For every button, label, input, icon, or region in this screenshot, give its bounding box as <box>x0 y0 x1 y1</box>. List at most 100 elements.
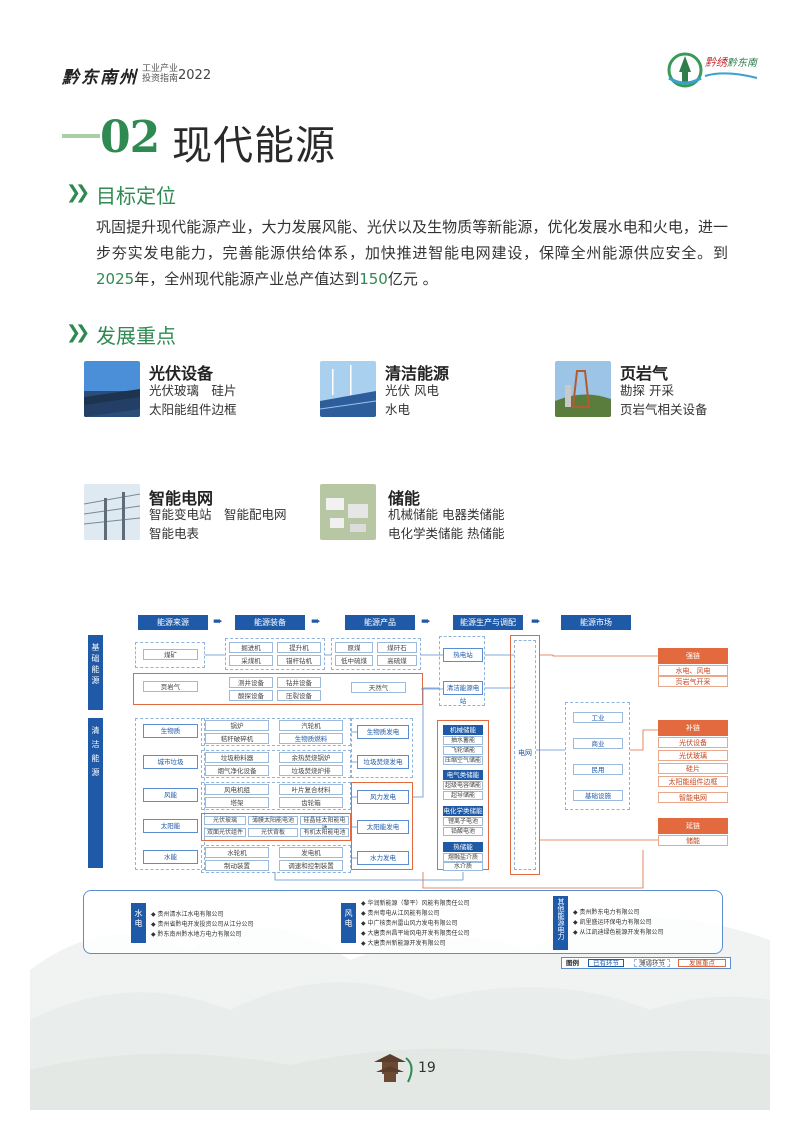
company-name: ◆ 大唐贵州新能源开发有限公司 <box>361 940 446 947</box>
card-text: 智能变电站 智能配电网 <box>149 507 287 522</box>
stage-header: 能源来源 <box>138 615 208 630</box>
stage-header: 能源生产与调配 <box>453 615 523 630</box>
equip-item: 锚杆钻机 <box>277 655 321 666</box>
equip-item: 垃圾焚烧炉排 <box>279 765 343 776</box>
storage-item: 熔融盐介质 <box>443 853 483 862</box>
equip-group <box>201 782 351 810</box>
stage-header: 能源市场 <box>561 615 631 630</box>
legend-existing: 已有环节 <box>588 959 624 967</box>
source-shale: 页岩气 <box>143 681 198 692</box>
market-group <box>565 702 630 810</box>
card-text: 光伏 风电 <box>385 383 439 398</box>
equip-group <box>201 845 351 873</box>
equip-item: 塔架 <box>205 797 269 808</box>
equip-item: 调速和控制装置 <box>279 860 343 871</box>
company-list-panel <box>83 890 723 954</box>
company-label-wind: 风电 <box>341 903 356 943</box>
company-name: ◆ 大唐贵州昌平坳风电开发有限责任公司 <box>361 930 470 937</box>
focus-heading: 发展重点 <box>96 324 176 348</box>
equip-item: 锅炉 <box>205 720 269 731</box>
legend-focus: 发展重点 <box>678 959 726 967</box>
equip-item: 掘进机 <box>229 642 273 653</box>
stage-header: 能源产品 <box>345 615 415 630</box>
storage-electric: 电气类储能 <box>443 770 483 780</box>
company-name: ◆ 凯里盛运环保电力有限公司 <box>573 919 652 926</box>
equip-item: 发电机 <box>279 847 343 858</box>
svg-text:黔东南: 黔东南 <box>727 57 759 69</box>
equip-item: 双面光伏组件 <box>204 828 246 837</box>
page-number: 19 <box>418 1060 436 1076</box>
chevron-double-icon: ❯❯ <box>66 182 90 203</box>
market-residential: 民用 <box>573 764 623 775</box>
equip-item: 秸秆破碎机 <box>205 733 269 744</box>
source-solar: 太阳能 <box>143 819 198 833</box>
company-name: ◆ 贵州清水江水电有限公司 <box>151 911 224 918</box>
legend-weak: 薄弱环节 <box>634 959 670 967</box>
card-text: 水电 <box>385 402 411 417</box>
energy-industry-chain-diagram: 能源来源 ➨ 能源装备 ➨ 能源产品 ➨ 能源生产与调配 ➨ 能源市场 基础能源… <box>83 610 731 975</box>
equip-item: 水轮机 <box>205 847 269 858</box>
equip-group <box>201 750 351 778</box>
equip-item: 压裂设备 <box>277 690 321 701</box>
storage-item: 超级电容储能 <box>443 781 483 790</box>
svg-text:黔绣: 黔绣 <box>705 56 729 69</box>
storage-item: 超导储能 <box>443 791 483 800</box>
gen-hydro: 水力发电 <box>357 851 409 865</box>
clean-energy-image <box>320 361 376 417</box>
equip-item: 薄膜太阳能电池 <box>248 816 298 825</box>
company-name: ◆ 黔东南州黔水地方电力有限公司 <box>151 931 242 938</box>
source-biomass: 生物质 <box>143 724 198 738</box>
card-text: 电化学类储能 热储能 <box>388 526 505 541</box>
storage-item: 飞轮储能 <box>443 746 483 755</box>
shale-gas-image <box>555 361 611 417</box>
product-group <box>331 638 421 670</box>
storage-item: 锂离子电池 <box>443 817 483 826</box>
legend: 图例 已有环节 薄弱环节 发展重点 <box>561 957 731 969</box>
pv-equipment-image <box>84 361 140 417</box>
storage-electrochemical: 电化学类储能 <box>443 806 483 816</box>
thermal-station: 热电站 <box>443 648 483 662</box>
strong-chain-header: 强链 <box>658 648 728 664</box>
brand-logo: 黔绣 黔东南 <box>665 48 760 92</box>
storage-item: 水介质 <box>443 862 483 871</box>
card-text: 机械储能 电器类储能 <box>388 507 505 522</box>
arrow-right-icon: ➨ <box>421 614 432 628</box>
arrow-right-icon: ➨ <box>311 614 322 628</box>
storage-item: 铅酸电池 <box>443 827 483 836</box>
equip-item: 有机太阳能电池 <box>300 828 349 837</box>
equip-group <box>225 638 325 670</box>
source-hydro: 水能 <box>143 850 198 864</box>
card-title: 光伏设备 <box>149 364 214 383</box>
card-title: 储能 <box>388 489 421 508</box>
gen-wind: 风力发电 <box>357 790 409 804</box>
equip-item: 酸探设备 <box>229 690 273 701</box>
equip-item: 烟气净化设备 <box>205 765 269 776</box>
doc-title: 黔东南州 <box>62 68 138 88</box>
supplement-chain-header: 补链 <box>658 720 728 736</box>
section-number: 02 <box>100 112 160 163</box>
chain-item: 光伏设备 <box>658 737 728 748</box>
equip-item: 汽轮机 <box>279 720 343 731</box>
market-industry: 工业 <box>573 712 623 723</box>
source-group <box>135 642 205 668</box>
company-name: ◆ 贵州省黔电开发投资公司从江分公司 <box>151 921 254 928</box>
station-group <box>439 636 485 706</box>
card-text: 光伏玻璃 硅片 <box>149 383 237 398</box>
card-text: 太阳能组件边框 <box>149 402 237 417</box>
energy-storage-image <box>320 484 376 540</box>
card-text: 智能电表 <box>149 526 200 541</box>
gen-biomass: 生物质发电 <box>357 725 409 739</box>
equip-item: 钻井设备 <box>277 677 321 688</box>
gen-focus-highlight <box>351 782 413 870</box>
grid-label: 电网 <box>518 749 532 757</box>
gen-waste: 垃圾焚烧发电 <box>357 755 409 769</box>
storage-thermal: 热储能 <box>443 842 483 852</box>
storage-item: 抽水蓄能 <box>443 736 483 745</box>
storage-mechanical: 机械储能 <box>443 725 483 735</box>
source-urban-waste: 城市垃圾 <box>143 755 198 769</box>
clean-energy-station: 清洁能源电站 <box>443 681 483 705</box>
card-text: 页岩气相关设备 <box>620 402 708 417</box>
market-infrastructure: 基础设施 <box>573 790 623 801</box>
chevron-double-icon: ❯❯ <box>66 322 90 343</box>
company-label-other: 其他能源电力 <box>553 896 568 950</box>
